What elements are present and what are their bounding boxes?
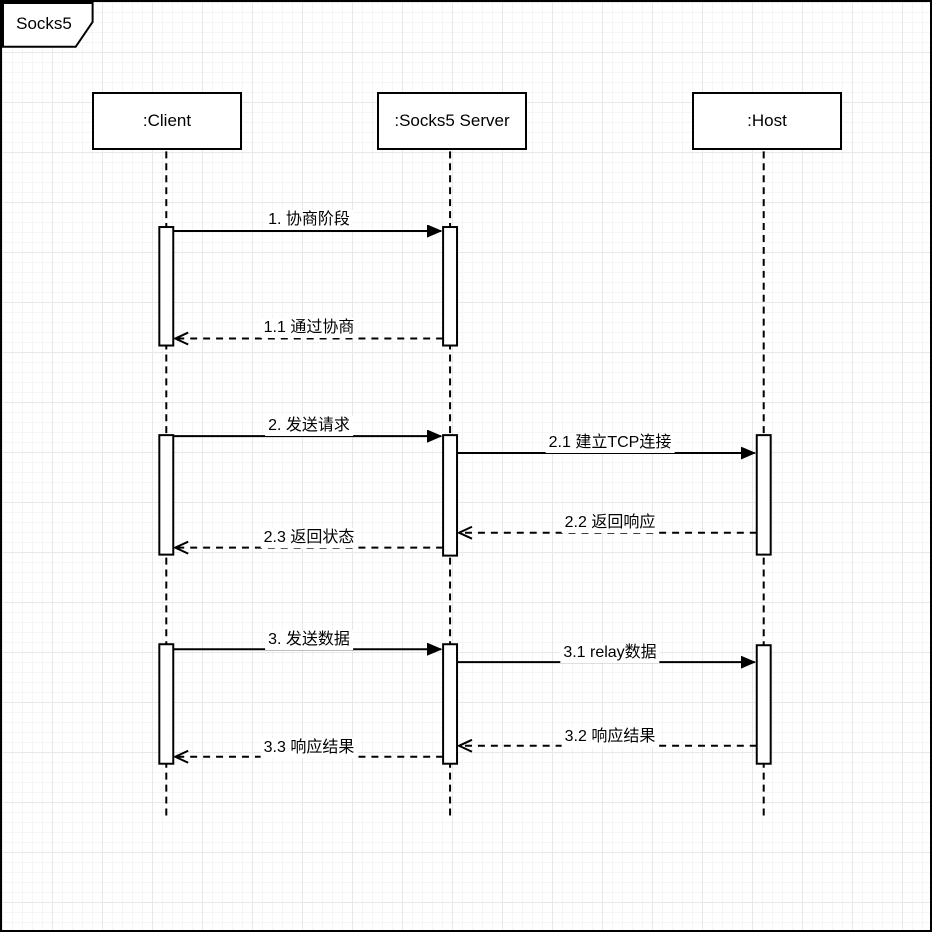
message-label-3-3: 3.3 响应结果 [260, 738, 358, 758]
activation-server-2 [442, 434, 459, 557]
activation-client-1 [158, 226, 175, 347]
frame-title: Socks5 [16, 14, 72, 33]
activation-server-3 [442, 643, 459, 765]
lifeline-head-client: :Client [92, 92, 242, 150]
activation-host-3 [755, 644, 772, 765]
activation-host-2 [755, 434, 772, 556]
message-label-2: 2. 发送请求 [265, 416, 353, 436]
message-label-2-3: 2.3 返回状态 [260, 528, 358, 548]
lifeline-head-client-label: :Client [142, 111, 192, 130]
message-label-1-1: 1.1 通过协商 [260, 318, 358, 338]
message-label-3-1: 3.1 relay数据 [560, 643, 660, 663]
lifeline-head-host: :Host [692, 92, 842, 150]
activation-client-3 [158, 643, 175, 765]
message-label-3-2: 3.2 响应结果 [561, 727, 659, 747]
lifeline-head-host-label: :Host [747, 111, 787, 130]
activation-server-1 [442, 226, 459, 347]
message-label-2-2: 2.2 返回响应 [561, 513, 659, 533]
frame-title-tab [2, 2, 94, 48]
lifeline-head-server: :Socks5 Server [377, 92, 527, 150]
lifeline-head-server-label: :Socks5 Server [394, 111, 510, 130]
message-label-3: 3. 发送数据 [265, 630, 353, 650]
message-label-2-1: 2.1 建立TCP连接 [545, 433, 675, 453]
message-label-1: 1. 协商阶段 [265, 210, 353, 230]
activation-client-2 [158, 434, 175, 556]
